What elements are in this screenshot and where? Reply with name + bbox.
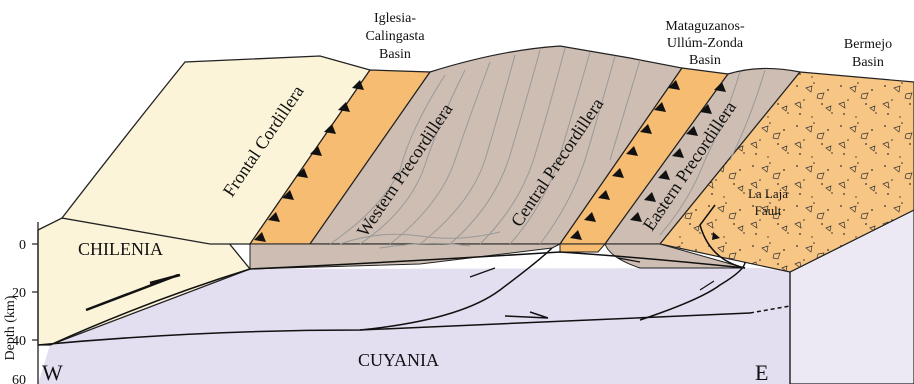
svg-text:Iglesia-: Iglesia-: [374, 11, 416, 26]
svg-text:Calingasta: Calingasta: [365, 29, 425, 44]
svg-text:Basin: Basin: [379, 47, 411, 62]
iglesia-calingasta-basin-label: Iglesia- Calingasta Basin: [365, 11, 425, 62]
svg-text:Fault: Fault: [755, 203, 782, 218]
depth-tick-0: 0: [19, 238, 26, 253]
svg-text:Bermejo: Bermejo: [844, 37, 892, 52]
west-label: W: [42, 360, 63, 384]
mataguzanos-basin-label: Mataguzanos- Ullúm-Zonda Basin: [665, 19, 745, 68]
svg-text:Ullúm-Zonda: Ullúm-Zonda: [667, 36, 744, 51]
svg-text:Basin: Basin: [852, 55, 884, 70]
svg-text:Basin: Basin: [689, 53, 721, 68]
precordillera-subsurface-wedge: [250, 244, 560, 269]
svg-text:La Laja: La Laja: [748, 186, 788, 201]
svg-text:Mataguzanos-: Mataguzanos-: [665, 19, 745, 34]
bermejo-basin-label: Bermejo Basin: [844, 37, 892, 70]
chilenia-label: CHILENIA: [78, 239, 163, 259]
cuyania-label: CUYANIA: [358, 350, 439, 370]
depth-axis-title: Depth (km): [3, 295, 18, 360]
mataguzanos-subsurface: [560, 244, 605, 252]
depth-axis: 0 20 40 60 Depth (km): [3, 222, 38, 384]
depth-tick-60: 60: [12, 373, 26, 384]
east-label: E: [755, 360, 768, 384]
